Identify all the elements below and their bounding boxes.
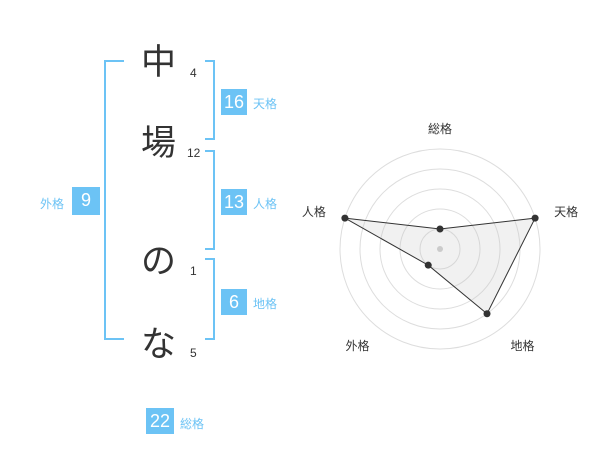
name-char-4: な bbox=[141, 325, 177, 365]
jin-bracket bbox=[205, 150, 215, 250]
radar-grid-ring bbox=[339, 148, 541, 350]
name-char-1: 中 bbox=[141, 43, 177, 83]
stroke-count-3: 1 bbox=[190, 264, 197, 278]
radar-axis-label-4: 人格 bbox=[302, 204, 326, 219]
sou-label: 総格 bbox=[180, 417, 205, 431]
chi-label: 地格 bbox=[253, 297, 278, 311]
radar-point-2 bbox=[483, 310, 491, 318]
radar-point-3 bbox=[424, 261, 432, 269]
radar-point-0 bbox=[436, 225, 444, 233]
jin-label: 人格 bbox=[253, 197, 278, 211]
jin-value-box: 13 bbox=[221, 189, 247, 215]
radar-axis-label-1: 天格 bbox=[554, 204, 578, 219]
chi-value-box: 6 bbox=[221, 289, 247, 315]
gai-bracket bbox=[104, 60, 124, 340]
radar-grid-ring bbox=[379, 188, 501, 310]
gai-value-box: 9 bbox=[72, 187, 100, 215]
radar-axis-label-3: 外格 bbox=[345, 338, 369, 353]
radar-axis-label-0: 総格 bbox=[428, 121, 452, 136]
radar-center-dot bbox=[437, 246, 443, 252]
sou-value-box: 22 bbox=[146, 408, 174, 434]
ten-value-box: 16 bbox=[221, 89, 247, 115]
stroke-count-1: 4 bbox=[190, 66, 197, 80]
name-char-2: 場 bbox=[141, 124, 177, 164]
stroke-count-4: 5 bbox=[190, 346, 197, 360]
chi-bracket bbox=[205, 258, 215, 340]
radar-axis-label-2: 地格 bbox=[511, 338, 535, 353]
stroke-count-2: 12 bbox=[187, 146, 201, 160]
radar-point-4 bbox=[341, 214, 349, 222]
radar-point-1 bbox=[531, 214, 539, 222]
gai-label: 外格 bbox=[40, 197, 65, 211]
radar-series-polygon bbox=[344, 217, 536, 315]
name-char-3: の bbox=[141, 242, 177, 282]
ten-label: 天格 bbox=[253, 97, 278, 111]
ten-bracket bbox=[205, 60, 215, 140]
